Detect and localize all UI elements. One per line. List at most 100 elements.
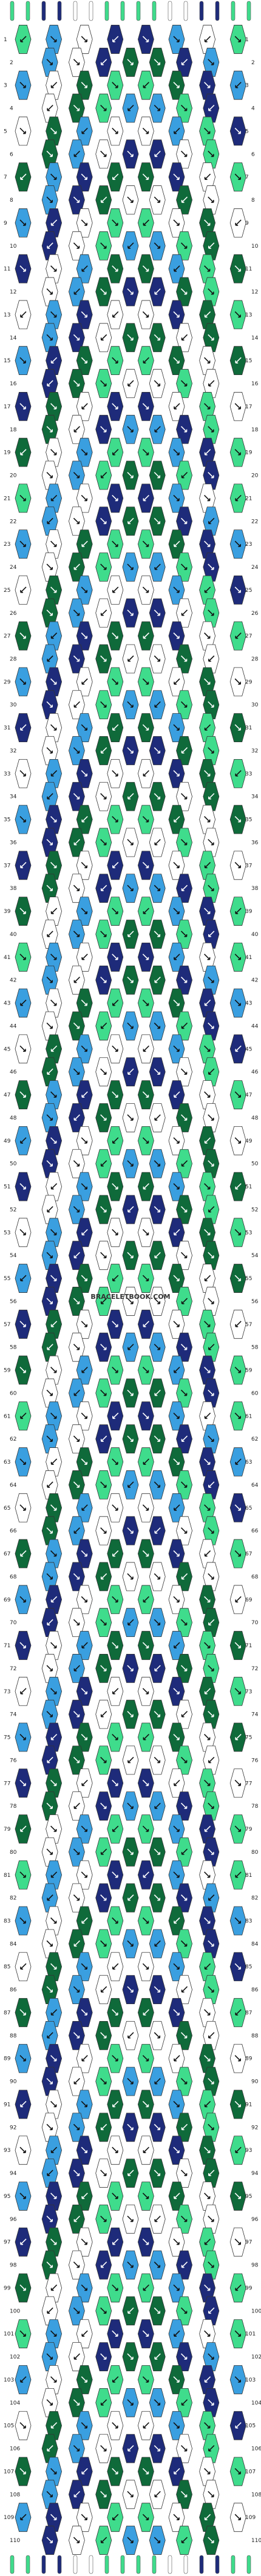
knot-arrow [180, 242, 188, 249]
knot-arrow [112, 954, 118, 960]
knot-arrow [154, 334, 161, 341]
knot-arrow [73, 2307, 80, 2314]
row-number-right: 58 [251, 1345, 259, 1351]
row-number-left: 79 [4, 1827, 11, 1833]
knot-arrow [154, 931, 161, 937]
knot-arrow [46, 1022, 53, 1029]
knot-arrow [73, 1068, 80, 1075]
knot-arrow [208, 838, 214, 846]
row-number-right: 49 [245, 1138, 253, 1144]
knot-arrow [50, 2514, 57, 2520]
knot-arrow [100, 2307, 107, 2314]
row-number-left: 13 [4, 312, 10, 318]
knot-arrow [46, 838, 53, 846]
knot-arrow [73, 1756, 80, 1764]
knot-arrow [50, 2330, 57, 2337]
knot-arrow [174, 2468, 180, 2475]
knot-arrow [20, 1000, 27, 1006]
knot-arrow [234, 2468, 241, 2475]
knot-arrow [50, 724, 57, 731]
knot-arrow [204, 1871, 211, 1878]
string-end-13 [199, 2555, 204, 2574]
row-number-left: 56 [10, 1299, 17, 1305]
knot-arrow [19, 1779, 26, 1787]
knot-arrow [47, 380, 53, 387]
knot-arrow [142, 2239, 149, 2245]
row-number-left: 22 [10, 519, 16, 525]
knot-arrow [81, 1779, 88, 1787]
knot-arrow [127, 2216, 134, 2222]
row-number-left: 28 [10, 657, 17, 663]
knot-arrow [50, 2284, 58, 2291]
knot-arrow [73, 242, 80, 249]
knot-arrow [73, 334, 80, 341]
knot-arrow [154, 2216, 161, 2222]
knot-arrow [173, 1871, 180, 1878]
row-number-right: 108 [251, 2492, 261, 2498]
string-start-10 [152, 1, 157, 21]
row-number-right: 45 [245, 1046, 252, 1052]
knot-arrow [127, 1573, 134, 1580]
knot-arrow [50, 816, 57, 823]
knot-arrow [127, 426, 134, 433]
knot-arrow [81, 2284, 87, 2291]
knot-arrow [46, 2078, 53, 2085]
knot-arrow [100, 334, 107, 341]
knot-arrow [127, 1894, 134, 1901]
row-number-right: 40 [251, 932, 259, 938]
row-number-right: 16 [251, 381, 259, 387]
knot-arrow [204, 1550, 211, 1557]
string-start-13 [199, 1, 204, 21]
knot-arrow [112, 2239, 119, 2245]
knot-arrow [50, 2239, 57, 2245]
knot-arrow [73, 2169, 80, 2176]
knot-arrow [142, 2468, 149, 2475]
row-number-right: 107 [245, 2469, 256, 2475]
knot-arrow [180, 2078, 188, 2085]
row-number-right: 85 [245, 1964, 252, 1970]
knot-arrow [73, 1435, 80, 1442]
knot-arrow [143, 2009, 149, 2016]
knot-arrow [154, 2307, 161, 2314]
knot-arrow [142, 1688, 149, 1695]
knot-arrow [81, 311, 87, 318]
knot-arrow [20, 449, 27, 456]
knot-arrow [181, 1848, 188, 1855]
knot-arrow [154, 563, 161, 570]
row-number-right: 82 [251, 1896, 258, 1902]
knot-arrow [50, 311, 57, 318]
knot-arrow [112, 403, 118, 410]
knot-arrow [180, 1619, 188, 1625]
knot-arrow [173, 311, 180, 318]
knot-arrow [180, 2216, 188, 2222]
knot-arrow [50, 1550, 57, 1557]
knot-arrow [154, 793, 161, 800]
knot-arrow [235, 1183, 242, 1190]
knot-arrow [73, 563, 80, 570]
knot-arrow [127, 1802, 134, 1809]
knot-arrow [50, 1366, 57, 1373]
knot-arrow [112, 1871, 118, 1878]
knot-arrow [81, 2330, 88, 2337]
knot-arrow [19, 632, 26, 639]
knot-arrow [127, 838, 134, 846]
knot-arrow [208, 655, 215, 662]
knot-arrow [19, 494, 26, 502]
knot-arrow [204, 1458, 211, 1465]
knot-arrow [73, 1114, 80, 1121]
knot-arrow [204, 1779, 211, 1787]
knot-arrow [154, 1114, 161, 1121]
knot-arrow [46, 977, 53, 983]
knot-arrow [208, 1573, 214, 1580]
knot-arrow [204, 632, 211, 639]
row-number-right: 41 [245, 955, 252, 961]
row-number-right: 75 [245, 1735, 252, 1741]
row-number-left: 21 [4, 496, 10, 502]
knot-arrow [19, 2146, 26, 2154]
knot-arrow [204, 1137, 211, 1144]
row-number-right: 99 [245, 2285, 253, 2291]
knot-arrow [127, 1252, 134, 1258]
knot-arrow [81, 36, 87, 42]
knot-arrow [127, 242, 134, 249]
string-start-1 [10, 1, 15, 21]
